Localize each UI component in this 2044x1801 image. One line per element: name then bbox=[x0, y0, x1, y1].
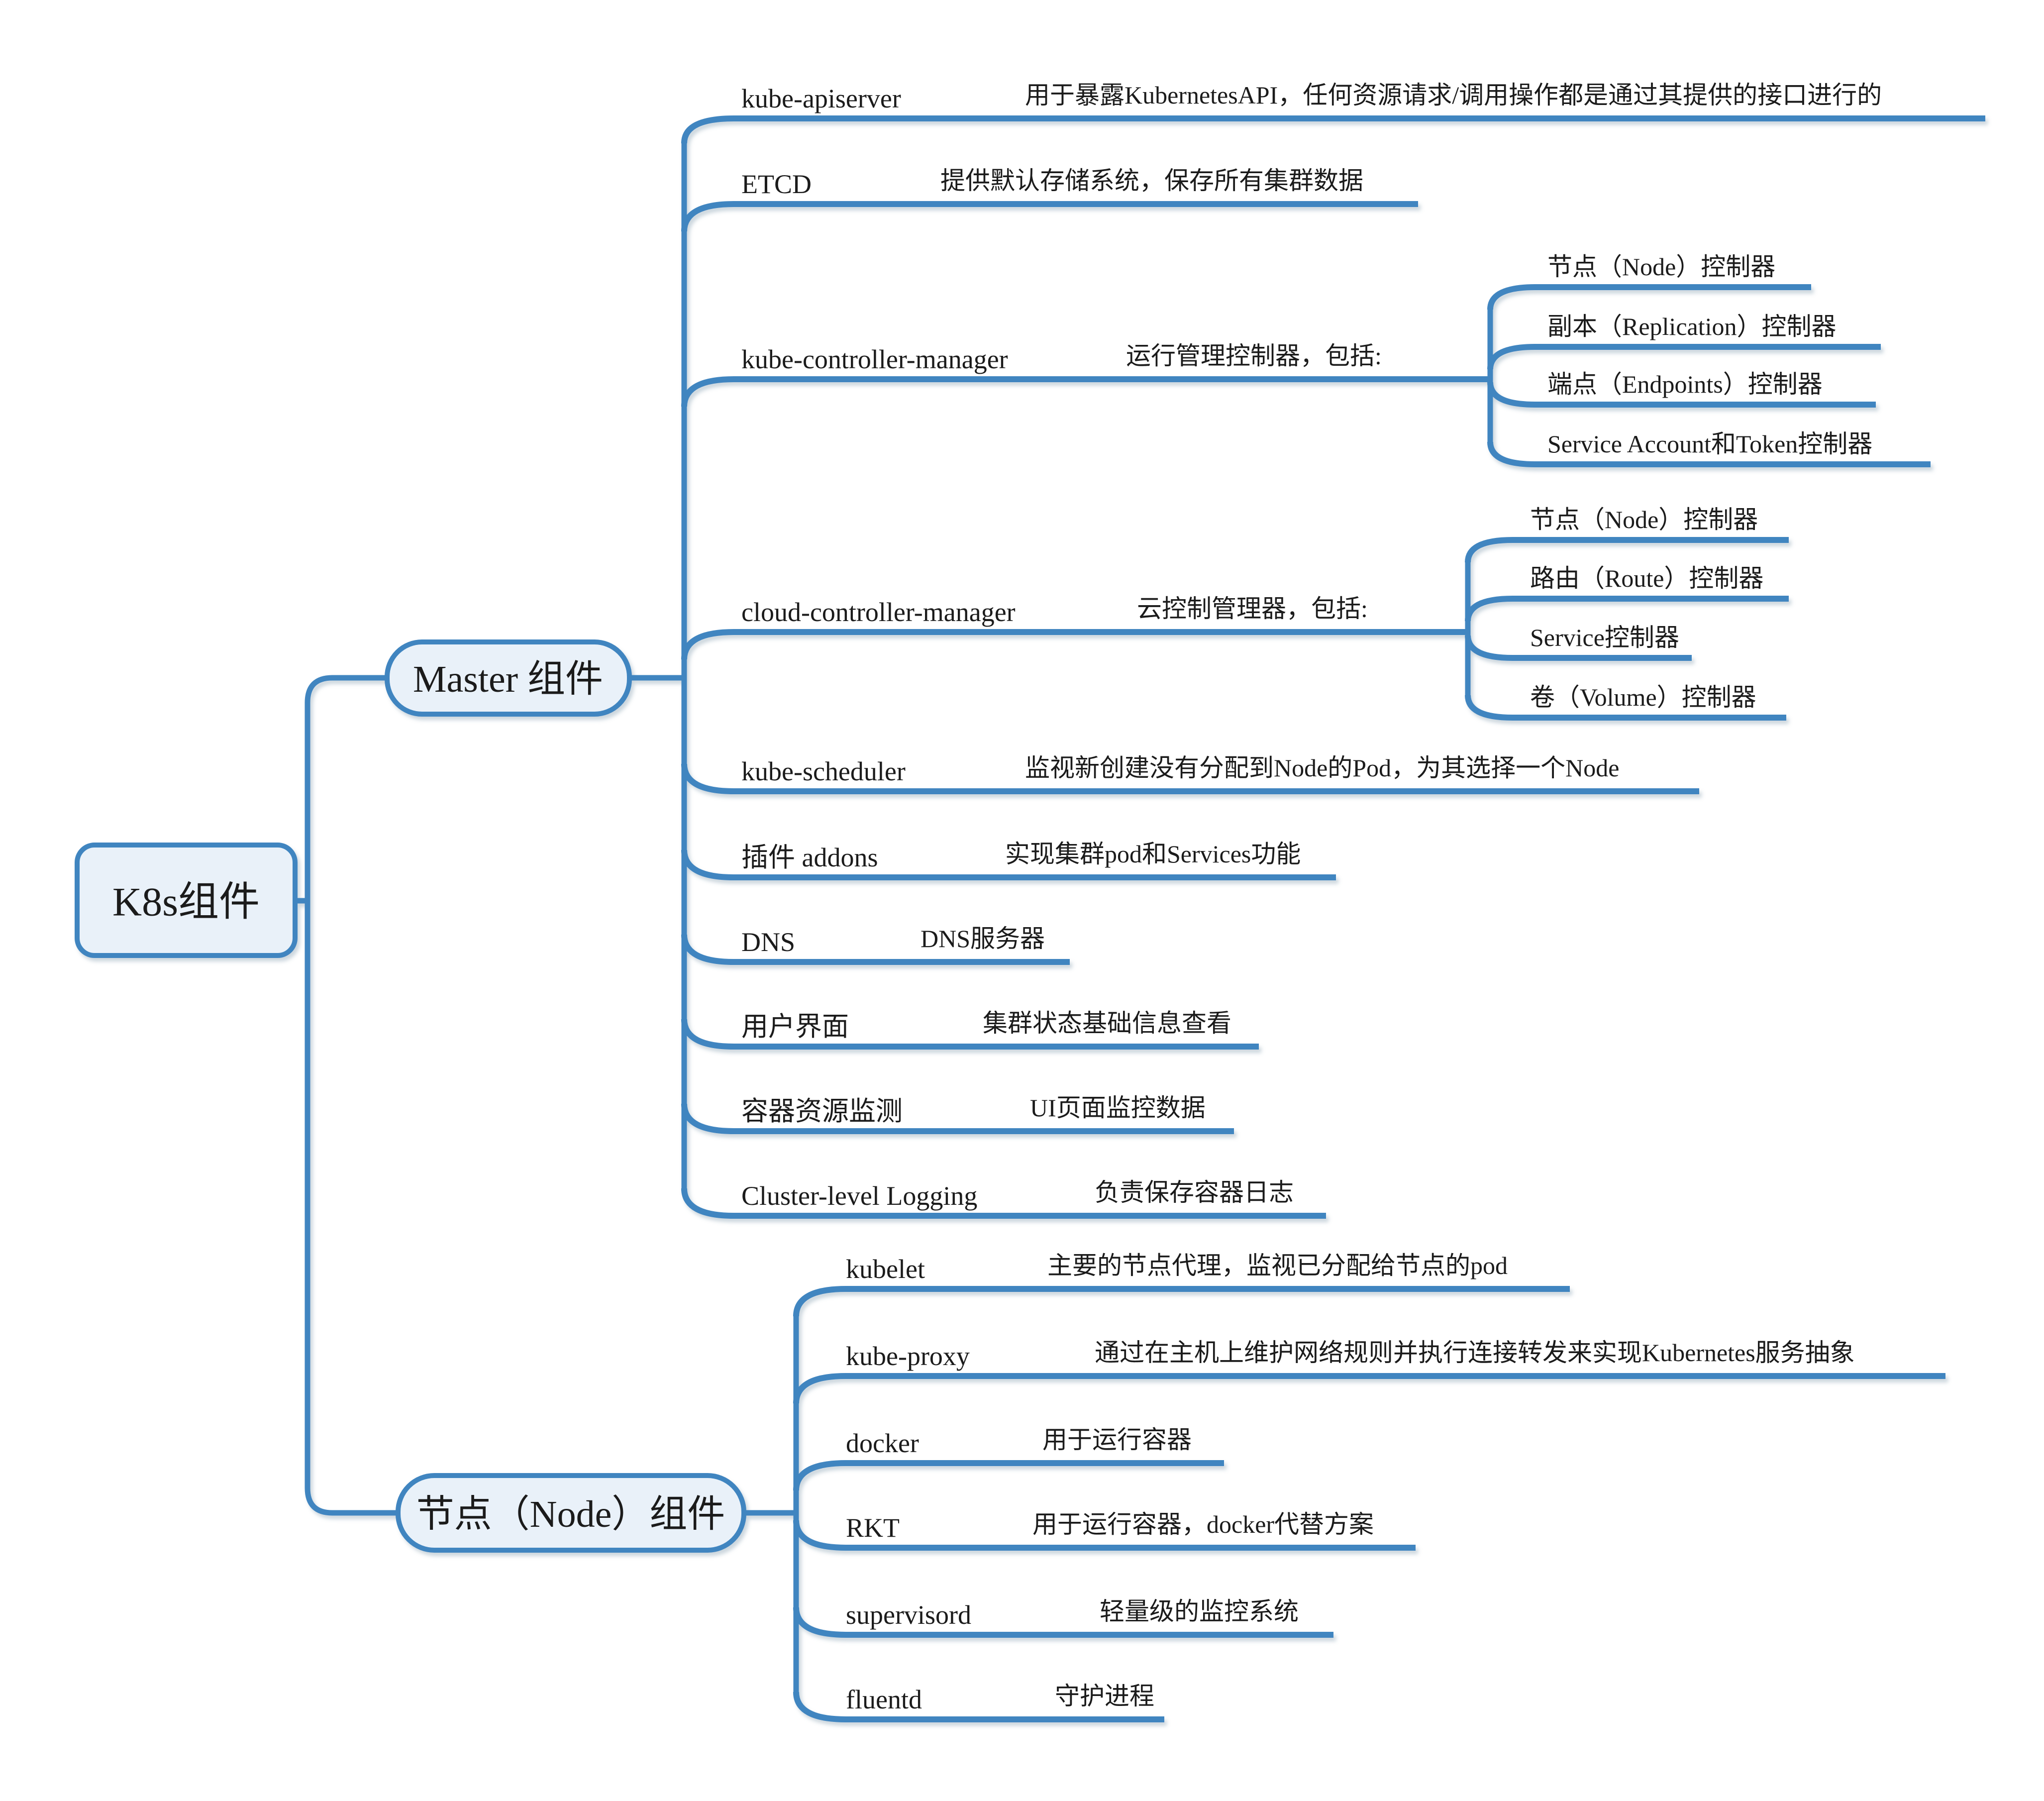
branch-cloud-controller-manager bbox=[681, 629, 1468, 660]
desc-container-monitor[interactable]: UI页面监控数据 bbox=[1030, 1094, 1206, 1122]
root-topic-label[interactable]: K8s组件 bbox=[112, 879, 260, 925]
branch-addons bbox=[681, 849, 1336, 880]
branch-kcm-replication-controller bbox=[1487, 344, 1881, 370]
desc-user-interface[interactable]: 集群状态基础信息查看 bbox=[983, 1009, 1231, 1037]
desc-addons[interactable]: 实现集群pod和Services功能 bbox=[1005, 840, 1301, 868]
subtopic-kcm-node-controller[interactable]: 节点（Node）控制器 bbox=[1547, 253, 1775, 281]
branch-kube-proxy bbox=[793, 1373, 1945, 1404]
branch-kube-apiserver bbox=[681, 115, 1985, 144]
branch-docker bbox=[793, 1460, 1224, 1491]
desc-cluster-logging[interactable]: 负责保存容器日志 bbox=[1095, 1178, 1294, 1206]
topic-kube-scheduler[interactable]: kube-scheduler bbox=[741, 756, 906, 786]
branch-kcm-serviceaccount-controller bbox=[1487, 441, 1931, 467]
desc-kube-apiserver[interactable]: 用于暴露KubernetesAPI，任何资源请求/调用操作都是通过其提供的接口进… bbox=[1025, 81, 1882, 109]
desc-docker[interactable]: 用于运行容器 bbox=[1042, 1426, 1192, 1454]
trunk-line bbox=[305, 675, 398, 1516]
subtopic-ccm-volume-controller[interactable]: 卷（Volume）控制器 bbox=[1530, 683, 1756, 711]
topic-rkt[interactable]: RKT bbox=[846, 1513, 900, 1543]
topic-kube-proxy[interactable]: kube-proxy bbox=[846, 1341, 970, 1371]
branch-ccm-node-controller bbox=[1465, 537, 1789, 563]
subtopic-ccm-route-controller[interactable]: 路由（Route）控制器 bbox=[1530, 564, 1763, 592]
desc-supervisord[interactable]: 轻量级的监控系统 bbox=[1100, 1597, 1299, 1625]
topic-kube-apiserver[interactable]: kube-apiserver bbox=[741, 84, 901, 113]
desc-fluentd[interactable]: 守护进程 bbox=[1055, 1682, 1154, 1710]
subtopic-ccm-node-controller[interactable]: 节点（Node）控制器 bbox=[1530, 506, 1758, 533]
desc-cloud-controller-manager[interactable]: 云控制管理器，包括: bbox=[1137, 595, 1368, 623]
master-topic-box[interactable] bbox=[385, 639, 632, 717]
topic-user-interface[interactable]: 用户界面 bbox=[741, 1012, 849, 1042]
branch-user-interface bbox=[681, 1019, 1259, 1050]
desc-kube-proxy[interactable]: 通过在主机上维护网络规则并执行连接转发来实现Kubernetes服务抽象 bbox=[1095, 1339, 1855, 1367]
branch-container-monitor bbox=[681, 1103, 1234, 1134]
desc-dns[interactable]: DNS服务器 bbox=[920, 925, 1045, 953]
topic-dns[interactable]: DNS bbox=[741, 927, 795, 957]
topic-cluster-logging[interactable]: Cluster-level Logging bbox=[741, 1181, 977, 1211]
branch-cluster-logging bbox=[681, 1188, 1326, 1219]
topic-cloud-controller-manager[interactable]: cloud-controller-manager bbox=[741, 597, 1016, 627]
subtopic-kcm-serviceaccount-controller[interactable]: Service Account和Token控制器 bbox=[1547, 430, 1872, 458]
subtopic-ccm-service-controller[interactable]: Service控制器 bbox=[1530, 624, 1679, 651]
branch-rkt bbox=[793, 1520, 1416, 1551]
node-topic-label[interactable]: 节点（Node）组件 bbox=[416, 1493, 725, 1535]
branch-kcm-node-controller bbox=[1487, 284, 1811, 310]
desc-etcd[interactable]: 提供默认存储系统，保存所有集群数据 bbox=[940, 167, 1363, 195]
topic-fluentd[interactable]: fluentd bbox=[846, 1685, 922, 1714]
master-topic-label[interactable]: Master 组件 bbox=[413, 658, 603, 700]
branch-fluentd bbox=[793, 1692, 1164, 1722]
branch-supervisord bbox=[793, 1607, 1333, 1638]
branch-ccm-route-controller bbox=[1465, 596, 1789, 622]
branch-ccm-volume-controller bbox=[1465, 695, 1786, 721]
node-topic-box[interactable] bbox=[396, 1473, 746, 1553]
branch-etcd bbox=[681, 201, 1418, 232]
topic-container-monitor[interactable]: 容器资源监测 bbox=[741, 1096, 903, 1126]
root-topic-box[interactable] bbox=[75, 843, 298, 958]
branch-kubelet bbox=[793, 1286, 1570, 1317]
desc-kube-controller-manager[interactable]: 运行管理控制器，包括: bbox=[1126, 342, 1382, 370]
branch-kube-controller-manager bbox=[681, 376, 1490, 407]
topic-docker[interactable]: docker bbox=[846, 1428, 919, 1458]
branch-kube-scheduler bbox=[681, 763, 1699, 794]
subtopic-kcm-endpoints-controller[interactable]: 端点（Endpoints）控制器 bbox=[1547, 370, 1823, 398]
desc-kube-scheduler[interactable]: 监视新创建没有分配到Node的Pod，为其选择一个Node bbox=[1025, 754, 1619, 782]
topic-kubelet[interactable]: kubelet bbox=[846, 1254, 925, 1284]
topic-etcd[interactable]: ETCD bbox=[741, 169, 812, 199]
branch-kcm-endpoints-controller bbox=[1487, 382, 1876, 408]
topic-kube-controller-manager[interactable]: kube-controller-manager bbox=[741, 344, 1008, 374]
branch-dns bbox=[681, 934, 1070, 965]
desc-rkt[interactable]: 用于运行容器，docker代替方案 bbox=[1032, 1510, 1374, 1538]
desc-kubelet[interactable]: 主要的节点代理，监视已分配给节点的pod bbox=[1047, 1252, 1508, 1279]
subtopic-kcm-replication-controller[interactable]: 副本（Replication）控制器 bbox=[1547, 313, 1837, 340]
topic-addons[interactable]: 插件 addons bbox=[741, 843, 878, 872]
branch-ccm-service-controller bbox=[1465, 635, 1692, 661]
topic-supervisord[interactable]: supervisord bbox=[846, 1600, 971, 1630]
